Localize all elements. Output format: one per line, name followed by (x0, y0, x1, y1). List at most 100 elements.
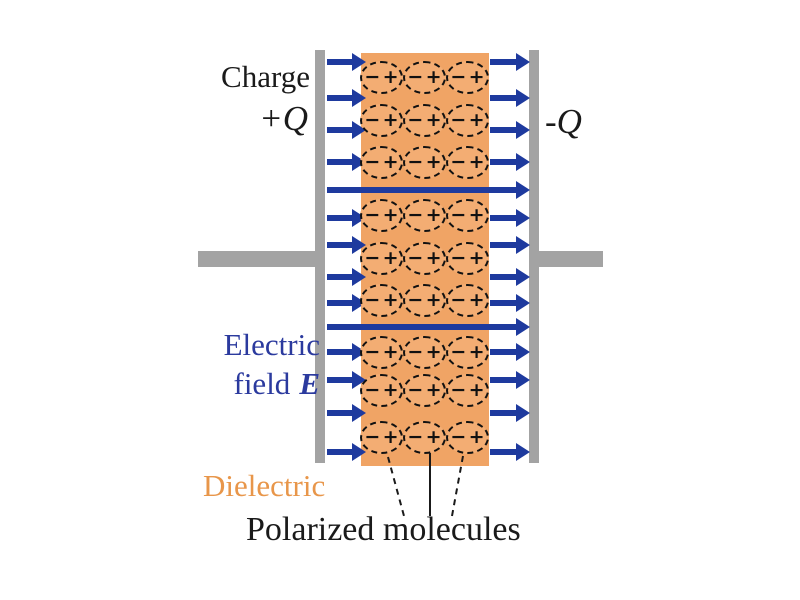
wire-right (539, 251, 603, 267)
molecule-minus-sign: − (450, 151, 467, 173)
field-arrow-left-shaft (327, 95, 352, 101)
electric-field-label-line1: Electric (223, 327, 320, 362)
molecule-minus-sign: − (450, 204, 467, 226)
field-line-shaft (327, 324, 516, 330)
polarized-molecule: −+ (403, 336, 446, 369)
molecule-plus-sign: + (425, 247, 442, 269)
field-arrow-right-head (516, 236, 530, 254)
capacitor-plate-left (315, 50, 325, 463)
field-arrow-right-shaft (490, 300, 516, 306)
molecule-minus-sign: − (364, 379, 381, 401)
field-line-head (516, 318, 530, 336)
wire-left (198, 251, 316, 267)
field-arrow-right-shaft (490, 127, 516, 133)
plus-q-label: +Q (259, 99, 308, 139)
polarized-molecule: −+ (446, 284, 489, 317)
molecule-minus-sign: − (364, 426, 381, 448)
polarized-molecule: −+ (360, 242, 403, 275)
molecule-minus-sign: − (364, 66, 381, 88)
molecule-plus-sign: + (468, 426, 485, 448)
molecule-minus-sign: − (364, 109, 381, 131)
field-arrow-left-head (352, 89, 366, 107)
molecule-plus-sign: + (382, 379, 399, 401)
field-arrow-right-head (516, 153, 530, 171)
minus-q-label: -Q (545, 102, 582, 141)
molecule-row: −+−+−+ (360, 374, 489, 407)
molecule-plus-sign: + (425, 426, 442, 448)
field-arrow-right-head (516, 209, 530, 227)
dielectric-label: Dielectric (203, 468, 326, 503)
molecule-plus-sign: + (382, 109, 399, 131)
molecule-row: −+−+−+ (360, 61, 489, 94)
molecule-plus-sign: + (382, 289, 399, 311)
molecule-minus-sign: − (407, 109, 424, 131)
polarized-molecule: −+ (360, 104, 403, 137)
field-arrow-right-shaft (490, 59, 516, 65)
molecule-row: −+−+−+ (360, 284, 489, 317)
polarized-molecule: −+ (403, 374, 446, 407)
polarized-molecule: −+ (446, 336, 489, 369)
molecule-minus-sign: − (450, 341, 467, 363)
polarized-molecule: −+ (403, 421, 446, 454)
field-arrow-left-shaft (327, 215, 352, 221)
molecule-minus-sign: − (407, 66, 424, 88)
polarized-molecule: −+ (446, 61, 489, 94)
polarized-molecule: −+ (360, 284, 403, 317)
molecule-minus-sign: − (407, 289, 424, 311)
field-arrow-left-shaft (327, 449, 352, 455)
molecule-plus-sign: + (425, 379, 442, 401)
field-line-shaft (327, 187, 516, 193)
molecule-minus-sign: − (407, 379, 424, 401)
molecule-minus-sign: − (364, 289, 381, 311)
field-arrow-right-head (516, 443, 530, 461)
field-arrow-left-shaft (327, 159, 352, 165)
molecule-plus-sign: + (382, 426, 399, 448)
field-arrow-right-shaft (490, 242, 516, 248)
molecule-plus-sign: + (425, 289, 442, 311)
molecule-plus-sign: + (382, 247, 399, 269)
field-line-head (516, 181, 530, 199)
molecule-plus-sign: + (468, 289, 485, 311)
molecule-minus-sign: − (364, 151, 381, 173)
polarized-molecule: −+ (446, 104, 489, 137)
polarized-molecule: −+ (360, 199, 403, 232)
molecule-plus-sign: + (425, 204, 442, 226)
polarized-molecule: −+ (403, 199, 446, 232)
field-arrow-right-shaft (490, 95, 516, 101)
molecule-plus-sign: + (425, 109, 442, 131)
field-arrow-left-head (352, 268, 366, 286)
molecule-minus-sign: − (407, 151, 424, 173)
polarized-molecule: −+ (403, 61, 446, 94)
molecule-plus-sign: + (382, 66, 399, 88)
molecule-minus-sign: − (450, 247, 467, 269)
field-arrow-left-shaft (327, 410, 352, 416)
polarized-molecule: −+ (446, 242, 489, 275)
molecule-row: −+−+−+ (360, 336, 489, 369)
field-arrow-left-shaft (327, 300, 352, 306)
molecule-plus-sign: + (382, 204, 399, 226)
molecule-minus-sign: − (407, 341, 424, 363)
field-arrow-left-shaft (327, 274, 352, 280)
molecule-minus-sign: − (364, 247, 381, 269)
molecule-plus-sign: + (468, 66, 485, 88)
molecule-row: −+−+−+ (360, 199, 489, 232)
field-arrow-right-head (516, 371, 530, 389)
molecule-plus-sign: + (468, 341, 485, 363)
molecule-minus-sign: − (450, 379, 467, 401)
field-arrow-left-head (352, 404, 366, 422)
polarized-molecule: −+ (360, 146, 403, 179)
field-arrow-right-head (516, 404, 530, 422)
field-arrow-left-shaft (327, 59, 352, 65)
polarized-molecule: −+ (403, 284, 446, 317)
molecule-plus-sign: + (468, 204, 485, 226)
molecule-minus-sign: − (364, 341, 381, 363)
molecule-plus-sign: + (468, 109, 485, 131)
left-charge-label-block: Charge +Q (186, 58, 310, 140)
field-arrow-right-head (516, 294, 530, 312)
capacitor-plate-right (529, 50, 539, 463)
molecule-minus-sign: − (407, 247, 424, 269)
field-word: field (233, 365, 291, 401)
field-arrow-right-head (516, 268, 530, 286)
